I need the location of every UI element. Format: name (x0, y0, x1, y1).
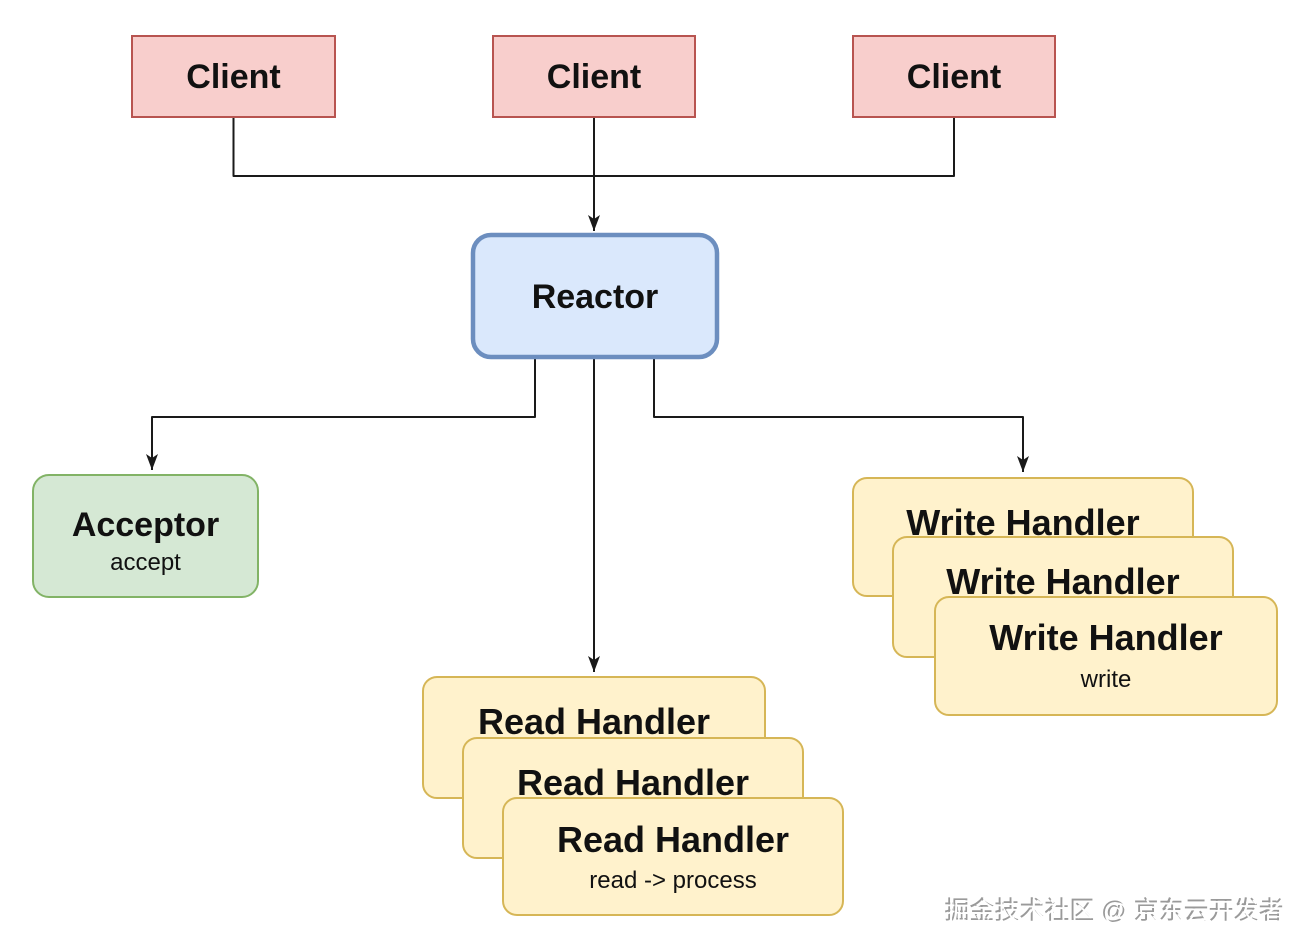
node-acceptor: Acceptor accept (32, 474, 259, 598)
node-write-handler-stack: Write Handler Write Handler Write Handle… (852, 477, 1278, 716)
client-1-label: Client (186, 58, 280, 96)
client-2-box (492, 35, 696, 118)
node-client-2: Client (492, 35, 696, 118)
write-handler-sublabel: write (1080, 666, 1132, 693)
client-1-box (131, 35, 336, 118)
read-handler-middle-label: Read Handler (517, 762, 749, 803)
edge-reactor-to-acceptor (146, 357, 536, 470)
acceptor-box (32, 474, 259, 598)
node-client-3: Client (852, 35, 1056, 118)
read-handler-front-box (502, 797, 844, 916)
acceptor-label: Acceptor (72, 506, 219, 544)
read-handler-front: Read Handler read -> process (502, 797, 844, 916)
client-3-box (852, 35, 1056, 118)
client-2-label: Client (547, 58, 641, 96)
connectors (146, 117, 1029, 672)
write-handler-front: Write Handler write (934, 596, 1278, 716)
node-reactor: Reactor (470, 232, 720, 360)
edge-client3-to-junction (594, 117, 955, 177)
edge-client1-to-junction (232, 117, 594, 177)
watermark-shadow-text: 掘金技术社区 @ 京东云开发者 (944, 897, 1283, 925)
node-client-1: Client (131, 35, 336, 118)
watermark: 掘金技术社区 @ 京东云开发者 掘金技术社区 @ 京东云开发者 (944, 897, 1285, 927)
watermark-label: 掘金技术社区 @ 京东云开发者 (946, 899, 1285, 927)
write-handler-front-label: Write Handler (989, 617, 1222, 658)
write-handler-middle-label: Write Handler (946, 561, 1179, 602)
reactor-box (470, 232, 720, 360)
acceptor-sublabel: accept (110, 549, 181, 576)
client-3-label: Client (907, 58, 1001, 96)
read-handler-sublabel: read -> process (589, 867, 756, 894)
write-handler-front-box (934, 596, 1278, 716)
read-handler-back-label: Read Handler (478, 701, 710, 742)
edge-reactor-to-write-handlers (653, 357, 1029, 472)
read-handler-front-label: Read Handler (557, 819, 789, 860)
reactor-label: Reactor (532, 278, 659, 316)
node-read-handler-stack: Read Handler Read Handler Read Handler r… (422, 676, 844, 916)
